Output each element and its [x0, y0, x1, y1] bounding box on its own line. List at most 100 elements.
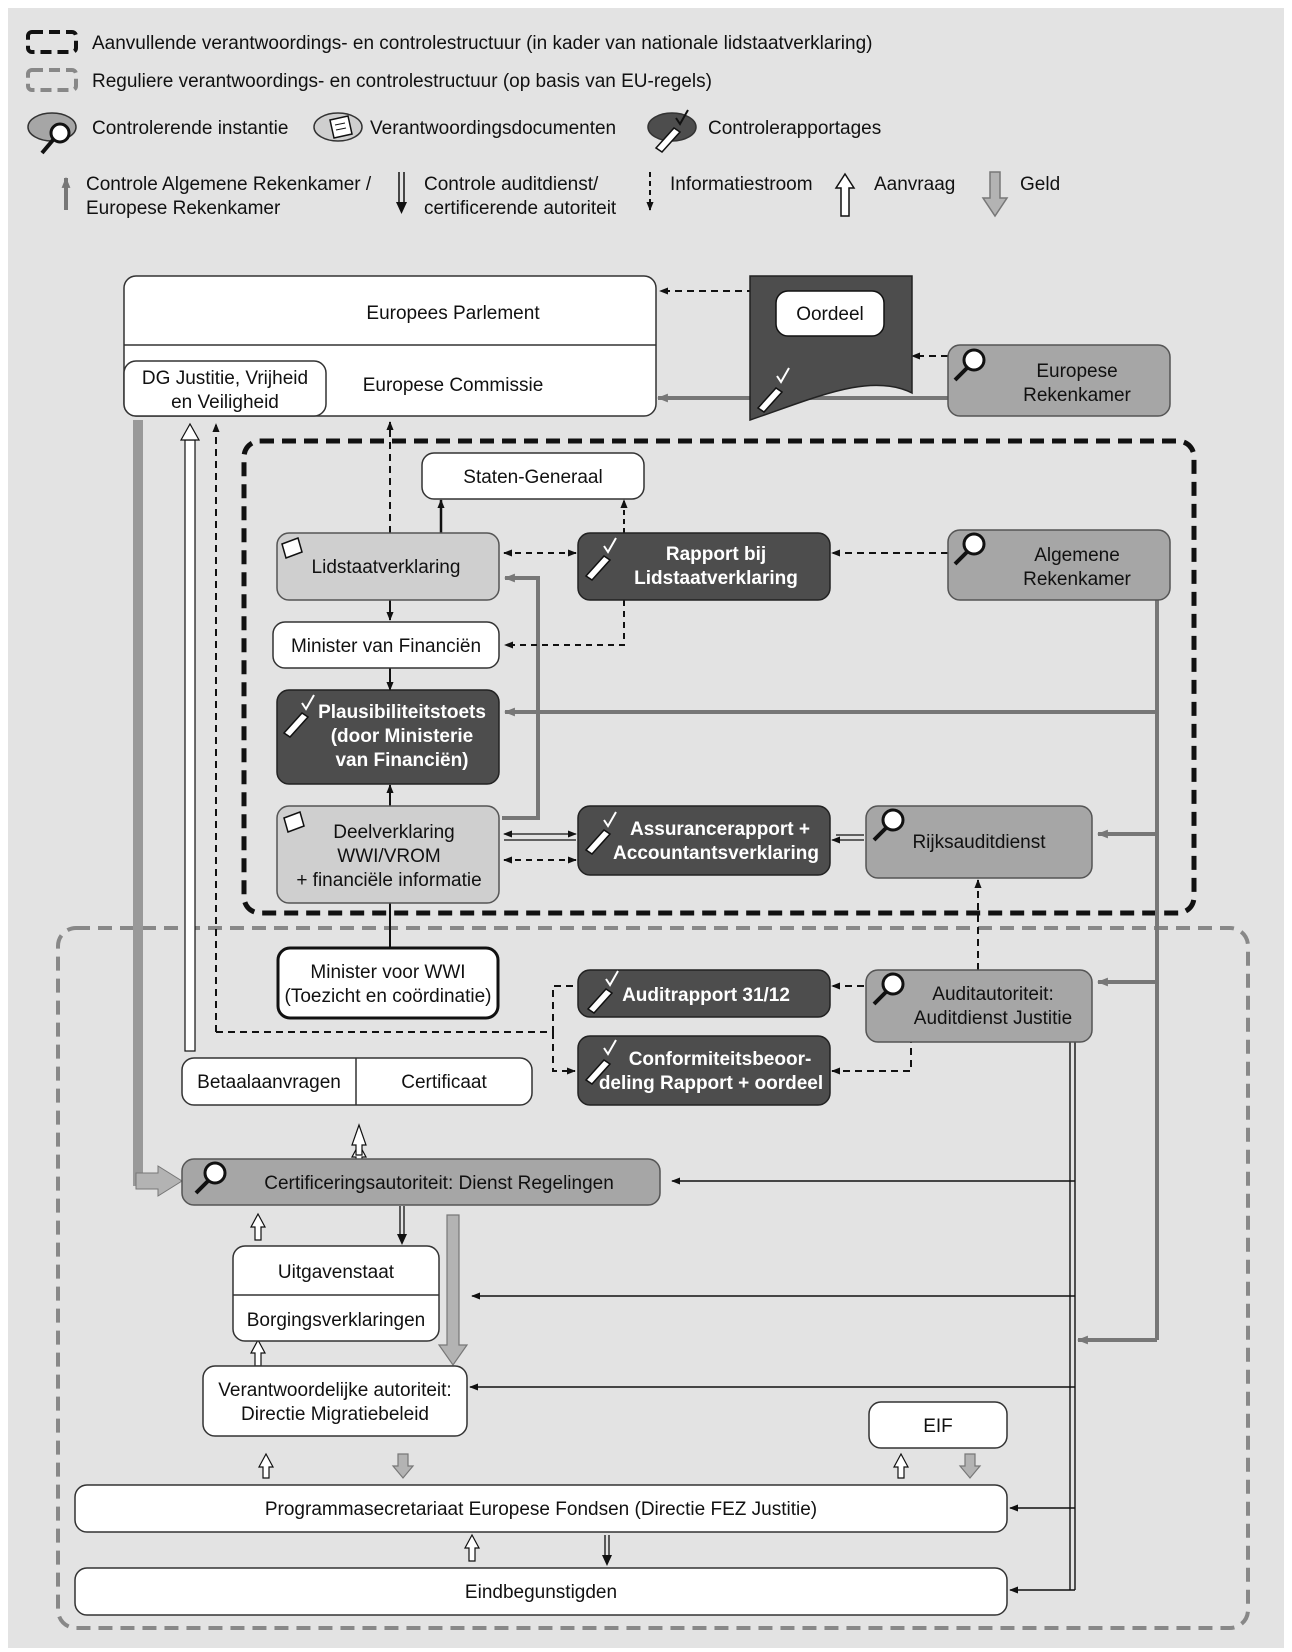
- europese-rekenkamer-box: [947, 344, 1171, 417]
- magnifier-icon: [27, 112, 77, 155]
- info-line-rapport-to-minister: [504, 600, 625, 649]
- money-arrow-head-ca: [135, 1165, 183, 1197]
- legend-aanvraag-label: Aanvraag: [874, 174, 955, 195]
- lidstaatverklaring-label: Lidstaatverklaring: [312, 557, 461, 578]
- money-arrow-eif-to-programma: [958, 1453, 982, 1479]
- verantwoordelijke-box: [202, 1365, 468, 1437]
- uitgavenstaat-box: [232, 1245, 440, 1342]
- info-line-auditrapport: [216, 985, 578, 1033]
- certificeringsautoriteit-box: [181, 1158, 661, 1206]
- pen-report-icon: [282, 694, 315, 738]
- oordeel-box: [775, 290, 885, 337]
- request-arrow-uitgaven-to-ca: [249, 1212, 267, 1241]
- line-deel-to-lidstaat: [502, 573, 540, 820]
- pen-report-icon: [584, 811, 617, 855]
- document-icon: [313, 112, 363, 142]
- rapport-label-2: Lidstaatverklaring: [634, 568, 798, 589]
- request-arrow-head-dg: [179, 422, 201, 441]
- rijksauditdienst-label: Rijksauditdienst: [912, 832, 1046, 853]
- rapport-box: [577, 532, 831, 601]
- legend-dash-black-label: Aanvullende verantwoordings- en controle…: [92, 33, 872, 54]
- legend-info-label: Informatiestroom: [670, 174, 813, 195]
- pen-report-icon: [756, 367, 790, 413]
- legend-rekenkamer-label-2: Europese Rekenkamer: [86, 198, 281, 219]
- borgingsverklaringen-label: Borgingsverklaringen: [247, 1310, 426, 1331]
- request-line-to-dg: [184, 439, 196, 1052]
- deelverklaring-box: [276, 805, 500, 904]
- pen-report-icon: [586, 970, 619, 1014]
- legend-audit-label-1: Controle auditdienst/: [424, 174, 599, 195]
- legend-dash-gray-label: Reguliere verantwoordings- en controlest…: [92, 71, 712, 92]
- magnifier-icon: [953, 348, 986, 382]
- legend-hollow-up-arrow: [834, 172, 856, 217]
- legend-dash-gray-swatch: [26, 68, 78, 92]
- programmasecretariaat-box: [74, 1484, 1008, 1533]
- auditautoriteit-box: [865, 969, 1093, 1043]
- minister-wwi-label-2: (Toezicht en coördinatie): [285, 986, 492, 1007]
- pen-report-icon: [584, 1039, 617, 1085]
- deelverklaring-label-1: Deelverklaring: [333, 822, 454, 843]
- magnifier-icon: [953, 532, 986, 566]
- request-arrow-eind-to-programma: [463, 1533, 481, 1562]
- request-arrow-programma-to-verantw: [257, 1452, 275, 1479]
- legend-double-down-head: [396, 202, 407, 214]
- magnifier-icon: [872, 808, 905, 842]
- europese-rekenkamer-label-1: Europese: [1036, 361, 1117, 382]
- rijksauditdienst-box: [865, 805, 1093, 879]
- lidstaatverklaring-box: [276, 532, 500, 601]
- info-line-aa-to-conformiteit: [831, 1036, 912, 1075]
- assurance-label-1: Assurancerapport +: [630, 819, 810, 840]
- eif-label: EIF: [923, 1416, 953, 1437]
- dg-justitie-label-1: DG Justitie, Vrijheid: [142, 368, 308, 389]
- magnifier-icon: [872, 972, 905, 1006]
- conformiteit-label-2: deling Rapport + oordeel: [599, 1073, 823, 1094]
- legend-controlerapportages-label: Controlerapportages: [708, 118, 881, 139]
- audit-arrow-ca-uitgaven-head: [397, 1234, 407, 1245]
- betaalaanvragen-label: Betaalaanvragen: [197, 1072, 341, 1093]
- request-arrow-verantw-to-uitgaven: [249, 1338, 267, 1367]
- request-arrow-programma-to-eif: [892, 1452, 910, 1479]
- auditrapport-box: [577, 969, 831, 1018]
- money-arrow-ca-to-verantwoordelijke: [437, 1214, 469, 1367]
- plausibiliteit-label-2: (door Ministerie: [331, 726, 474, 747]
- staten-generaal-label: Staten-Generaal: [463, 467, 602, 488]
- plausibiliteit-label-3: van Financiën): [335, 750, 468, 771]
- certificaat-label: Certificaat: [401, 1072, 487, 1093]
- request-arrow-betaal-up: [351, 1123, 367, 1156]
- document-icon: [283, 811, 305, 833]
- auditautoriteit-label-2: Auditdienst Justitie: [914, 1008, 1072, 1029]
- staten-generaal-box: [421, 452, 645, 500]
- legend-geld-label: Geld: [1020, 174, 1060, 195]
- minister-financien-box: [272, 621, 500, 669]
- auditrapport-label: Auditrapport 31/12: [622, 985, 790, 1006]
- deelverklaring-label-3: + financiële informatie: [296, 870, 481, 891]
- minister-financien-label: Minister van Financiën: [291, 636, 481, 657]
- legend-audit-label-2: certificerende autoriteit: [424, 198, 617, 219]
- legend-rekenkamer-label-1: Controle Algemene Rekenkamer /: [86, 174, 372, 195]
- money-arrow-verantw-to-programma: [391, 1453, 415, 1479]
- eindbegunstigden-label: Eindbegunstigden: [465, 1582, 617, 1603]
- eindbegunstigden-box: [74, 1567, 1008, 1616]
- algemene-rekenkamer-label-1: Algemene: [1034, 545, 1120, 566]
- auditautoriteit-label-1: Auditautoriteit:: [932, 984, 1053, 1005]
- europese-rekenkamer-label-2: Rekenkamer: [1023, 385, 1131, 406]
- eu-structure-border: [56, 926, 1250, 1630]
- programmasecretariaat-label: Programmasecretariaat Europese Fondsen (…: [265, 1499, 817, 1520]
- oordeel-label: Oordeel: [796, 304, 864, 325]
- legend-money-down-arrow: [981, 171, 1009, 218]
- verantwoordelijke-label-1: Verantwoordelijke autoriteit:: [218, 1380, 451, 1401]
- deelverklaring-label-2: WWI/VROM: [337, 846, 440, 867]
- betaal-certificaat-box: [181, 1057, 533, 1106]
- algemene-rekenkamer-box: [947, 529, 1171, 601]
- pen-report-icon: [647, 109, 697, 153]
- assurance-label-2: Accountantsverklaring: [613, 843, 819, 864]
- legend-controlerende-label: Controlerende instantie: [92, 118, 288, 139]
- plausibiliteit-label-1: Plausibiliteitstoets: [318, 702, 486, 723]
- europese-commissie-label: Europese Commissie: [363, 375, 544, 396]
- verantwoordelijke-label-2: Directie Migratiebeleid: [241, 1404, 429, 1425]
- legend-verantwoording-label: Verantwoordingsdocumenten: [370, 118, 616, 139]
- conformiteit-label-1: Conformiteitsbeoor-: [629, 1049, 812, 1070]
- dg-justitie-box: [123, 360, 327, 417]
